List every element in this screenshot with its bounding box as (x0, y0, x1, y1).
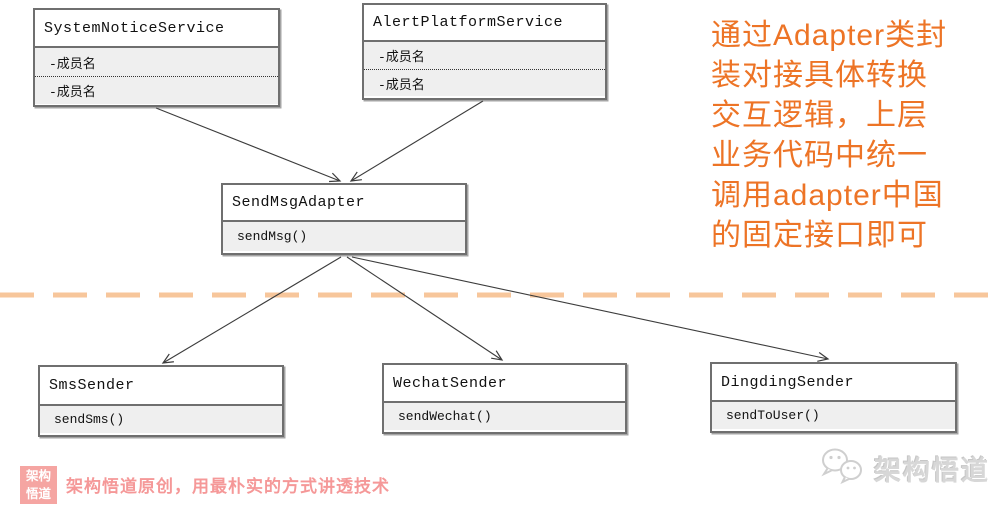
class-title: WechatSender (384, 365, 625, 403)
class-title: AlertPlatformService (364, 5, 605, 42)
annotation-line: 通过Adapter类封 (711, 19, 948, 52)
class-members: -成员名 -成员名 (35, 48, 278, 104)
class-method: sendWechat() (398, 409, 492, 424)
brand-badge-line1: 架构 (25, 468, 51, 483)
class-member: -成员名 (378, 50, 425, 65)
brand-badge: 架构 悟道 (20, 466, 57, 504)
class-box-system-notice-service: SystemNoticeService -成员名 -成员名 (33, 8, 280, 107)
class-methods: sendMsg() (223, 222, 465, 251)
class-methods: sendWechat() (384, 403, 625, 430)
class-method: sendToUser() (726, 408, 820, 423)
class-members: -成员名 -成员名 (364, 42, 605, 96)
brand-tagline: 架构悟道原创，用最朴实的方式讲透技术 (66, 477, 390, 496)
arrow-alertplatform-to-adapter (349, 100, 484, 182)
class-member: -成员名 (49, 56, 96, 72)
class-title: SendMsgAdapter (223, 185, 465, 222)
brand-badge-line2: 悟道 (25, 487, 51, 501)
arrow-adapter-to-sms (161, 256, 342, 364)
class-title: DingdingSender (712, 364, 955, 402)
arrow-systemnotice-to-adapter (155, 107, 342, 183)
class-method: sendMsg() (237, 229, 308, 244)
class-method: sendSms() (54, 412, 125, 427)
annotation-line: 业务代码中统一 (711, 139, 928, 172)
class-box-wechat-sender: WechatSender sendWechat() (382, 363, 627, 434)
annotation-line: 装对接具体转换 (711, 59, 928, 92)
annotation-line: 的固定接口即可 (711, 219, 928, 252)
arrow-adapter-to-dingding (351, 256, 830, 362)
class-methods: sendSms() (40, 406, 282, 433)
class-methods: sendToUser() (712, 402, 955, 429)
annotation-line: 交互逻辑，上层 (711, 99, 928, 132)
watermark-text: 架构悟道 (874, 455, 990, 486)
class-title: SmsSender (40, 367, 282, 406)
class-member: -成员名 (364, 69, 605, 96)
arrow-adapter-to-wechat (346, 256, 504, 361)
wechat-bubbles-icon (821, 448, 862, 485)
annotation-line: 调用adapter中国 (711, 179, 944, 212)
annotation-text: 通过Adapter类封 装对接具体转换 交互逻辑，上层 业务代码中统一 调用ad… (711, 16, 991, 256)
class-box-sms-sender: SmsSender sendSms() (38, 365, 284, 437)
class-member: -成员名 (35, 76, 278, 104)
watermark-logo: 架构悟道 (818, 446, 990, 490)
class-title: SystemNoticeService (35, 10, 278, 48)
class-box-send-msg-adapter: SendMsgAdapter sendMsg() (221, 183, 467, 255)
class-box-alert-platform-service: AlertPlatformService -成员名 -成员名 (362, 3, 607, 100)
class-box-dingding-sender: DingdingSender sendToUser() (710, 362, 957, 433)
